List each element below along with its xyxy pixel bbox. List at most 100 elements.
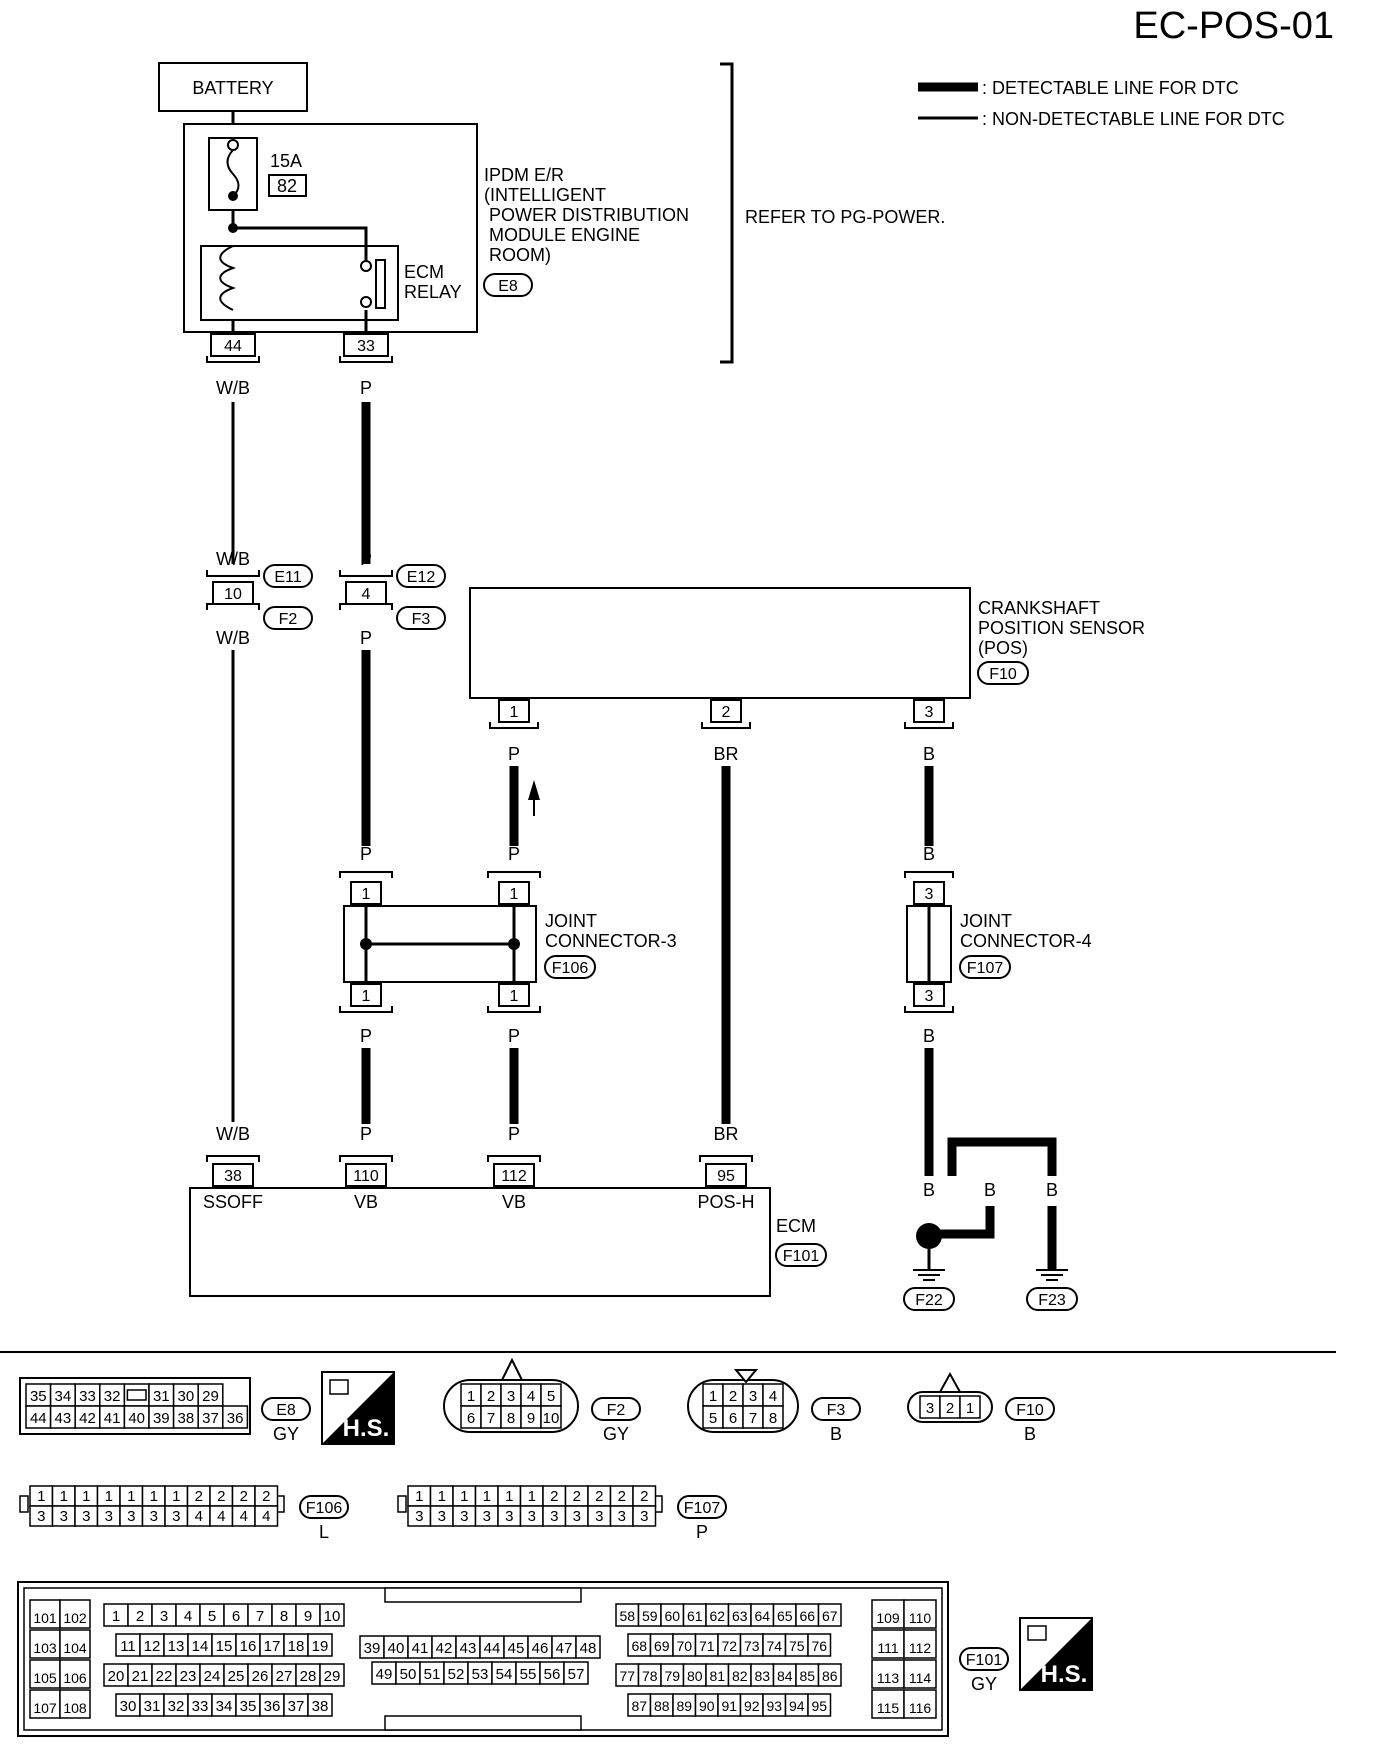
harness-right-bottom xyxy=(339,603,393,610)
ipdm-line-1: IPDM E/R xyxy=(484,165,564,185)
e8-top-pin: 33 xyxy=(79,1388,96,1405)
ground-link-wire xyxy=(929,1206,995,1239)
wire-p-ckp-label-2: P xyxy=(508,844,520,864)
jc3-left-bottom-shroud xyxy=(339,1006,393,1013)
f106-id: F106 xyxy=(306,1500,343,1517)
wire-p-label-5: P xyxy=(360,1026,372,1046)
f107-bottom-cell xyxy=(632,1505,657,1527)
ipdm-er: 15A 82 ECM RELAY IPDM E/R (INTELLIGENT P… xyxy=(183,123,689,333)
f107-bottom-pin: 3 xyxy=(438,1508,446,1525)
f101-g4-pin: 62 xyxy=(709,1608,725,1624)
f101-g4-cell xyxy=(817,1603,842,1627)
f101-g4-pin: 69 xyxy=(654,1638,670,1654)
f3-housing xyxy=(687,1379,799,1433)
f101-g2-pin: 17 xyxy=(264,1638,281,1655)
ecm-pin-95: 95 xyxy=(717,1168,735,1185)
f101-hs-text: H.S. xyxy=(1041,1661,1088,1688)
ipdm-line-2: (INTELLIGENT xyxy=(484,185,606,205)
f10-pins-pin: 3 xyxy=(926,1400,934,1417)
wire-p-label-2: P xyxy=(360,549,372,569)
harness-right-lower: F3 xyxy=(412,611,431,628)
f101-g2-pin: 32 xyxy=(168,1698,185,1715)
e8-bottom-pin: 44 xyxy=(30,1410,47,1427)
ipdm-connector-id: E8 xyxy=(498,278,518,295)
ecm-pin-112-name: VB xyxy=(502,1192,526,1212)
ckp-line-3: (POS) xyxy=(978,638,1028,658)
jc3-label-1: JOINT xyxy=(545,911,597,931)
f101-g1-cell xyxy=(59,1629,91,1659)
f101-g2-pin: 16 xyxy=(240,1638,257,1655)
f107-id: F107 xyxy=(684,1500,721,1517)
f107-bottom-pin: 3 xyxy=(528,1508,536,1525)
f101-g4-pin: 63 xyxy=(732,1608,748,1624)
f101-g5-pin: 109 xyxy=(876,1610,900,1626)
f101-g2-pin: 14 xyxy=(192,1638,209,1655)
f101-g5-pin: 111 xyxy=(877,1640,898,1656)
f101-g4-pin: 78 xyxy=(642,1668,658,1684)
ecm: 38 110 112 95 SSOFF VB VB POS-H ECM F101 xyxy=(189,1155,827,1297)
f106-bottom-pin: 4 xyxy=(240,1508,248,1525)
f10-pins-pin: 1 xyxy=(966,1400,974,1417)
f101-g5-pin: 113 xyxy=(877,1670,900,1686)
e8-color: GY xyxy=(273,1424,299,1444)
wire-wb: W/B W/B W/B W/B xyxy=(216,378,250,1144)
f101-g3-pin: 42 xyxy=(436,1640,453,1657)
jc3-right-top-pin: 1 xyxy=(510,886,519,903)
ecm-box xyxy=(189,1187,771,1297)
f3-bottom-pin: 6 xyxy=(729,1410,737,1427)
f10-pins-cell xyxy=(959,1395,981,1419)
f101-g2-pin: 23 xyxy=(180,1668,197,1685)
f101-id-oval xyxy=(959,1647,1009,1671)
f107-top-pin: 2 xyxy=(573,1488,581,1505)
ckp-pin-1: 1 xyxy=(510,704,519,721)
f101-id: F101 xyxy=(966,1652,1003,1669)
f107-bottom-pin: 3 xyxy=(415,1508,423,1525)
f101-g2-pin: 4 xyxy=(184,1608,192,1625)
wire-wb-label-3: W/B xyxy=(216,628,250,648)
relay-contact-top xyxy=(360,260,372,272)
f2-bottom-pin: 9 xyxy=(527,1410,535,1427)
ecm-pin-95-box xyxy=(705,1163,747,1187)
f101-g3-pin: 45 xyxy=(508,1640,525,1657)
refer-bracket xyxy=(720,62,734,364)
harness-connectors: 10 E11 F2 4 E12 F3 xyxy=(206,564,446,630)
e8-top-pin: 35 xyxy=(30,1388,47,1405)
ecm-pin-110-shroud xyxy=(339,1155,393,1162)
f3-bottom-cell xyxy=(762,1405,784,1429)
f101-g4-pin: 59 xyxy=(642,1608,658,1624)
ckp-pin-2-shroud xyxy=(701,722,751,729)
f101-g5-pin: 116 xyxy=(909,1700,932,1716)
ground-f22: F22 xyxy=(915,1292,943,1309)
f101-g3-cell xyxy=(563,1661,589,1685)
f2-bottom-pin: 10 xyxy=(543,1410,560,1427)
harness-right-upper: E12 xyxy=(407,569,436,586)
jc3-left-top-shroud xyxy=(339,871,393,878)
f2-top-pin: 1 xyxy=(467,1388,475,1405)
f106-top-pin: 2 xyxy=(262,1488,270,1505)
f101-g2-pin: 31 xyxy=(144,1698,161,1715)
ecm-pin-38-box xyxy=(212,1163,254,1187)
f106-bottom-cell xyxy=(254,1505,279,1527)
f101-g3-pin: 49 xyxy=(376,1666,393,1683)
f101-g4-pin: 60 xyxy=(664,1608,680,1624)
jc3-right-top-shroud xyxy=(487,871,541,878)
f2-bottom-pin: 8 xyxy=(507,1410,515,1427)
ecm-pin-38-shroud xyxy=(206,1155,260,1162)
joint-connector-3: 1 1 1 1 JOINT CONNECTOR-3 F106 xyxy=(339,871,677,1013)
f101-g2-pin: 38 xyxy=(312,1698,329,1715)
e8-top-pin: 30 xyxy=(178,1388,195,1405)
f107-top-pin: 1 xyxy=(460,1488,468,1505)
f107-bottom-pin: 3 xyxy=(640,1508,648,1525)
f101-g3-pin: 53 xyxy=(472,1666,489,1683)
f106-bottom-pin: 3 xyxy=(82,1508,90,1525)
f2-top-pin: 4 xyxy=(527,1388,535,1405)
f106-color: L xyxy=(319,1522,329,1542)
f107-top-pin: 1 xyxy=(483,1488,491,1505)
ckp-line-1: CRANKSHAFT xyxy=(978,598,1100,618)
jc4-label-2: CONNECTOR-4 xyxy=(960,931,1092,951)
f2-bottom-cell xyxy=(540,1405,562,1429)
f101-color: GY xyxy=(971,1674,997,1694)
f3-bottom-pin: 8 xyxy=(769,1410,777,1427)
f101-g2-pin: 24 xyxy=(204,1668,221,1685)
f107-top-pin: 2 xyxy=(595,1488,603,1505)
